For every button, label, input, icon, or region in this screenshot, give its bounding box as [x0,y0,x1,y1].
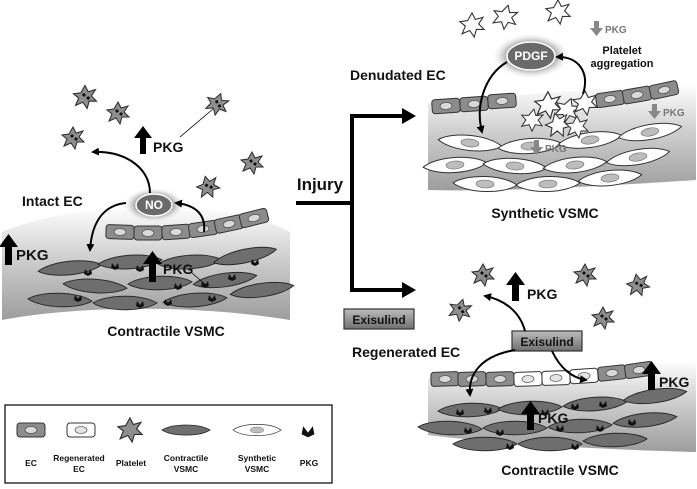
no-bubble: NO [124,188,184,222]
exisulind-box-right: Exisulind [511,330,583,352]
intact-ec-label: Intact EC [22,193,83,209]
legend-label-ec: EC [25,458,37,468]
regenerated-vessel-panel: Exisulind PKG PKG PKG Regenerated EC Con… [352,263,696,478]
platelet-aggregation-label-1: Platelet [602,45,641,57]
legend: EC Regenerated EC Platelet Contractile V… [4,404,333,484]
injury-arrow-down-head [402,282,416,298]
exisulind-to-vsmc-arrow [465,349,516,397]
legend-icon-platelet [116,416,144,444]
vsmc-pkg-down: PKG [530,140,567,155]
exisulind-label-left: Exisulind [352,313,405,327]
contractile-vsmc-label-left: Contractile VSMC [107,323,224,339]
ec-pkg-up-right-label: PKG [659,374,689,390]
legend-icon-ec [16,422,46,438]
platelet-aggregation-label-2: aggregation [591,58,654,70]
exisulind-to-platelet-arrow [483,293,526,332]
ec-pkg-label: PKG [16,247,49,264]
ec-pkg-up: PKG [0,234,49,265]
legend-label-regenerated-2: EC [73,464,85,474]
pdgf-label: PDGF [514,49,547,63]
exisulind-to-ec-arrow [551,350,588,384]
legend-label-contractile-1: Contractile [164,453,209,463]
no-label: NO [145,198,163,212]
denudated-vessel-panel: PDGF PKG PKG PKG Platelet aggregation De… [350,0,696,221]
legend-box [4,404,333,484]
denudated-ec-label: Denudated EC [350,67,446,83]
platelet-pkg-up-right-label: PKG [527,286,557,302]
platelet-pkg-down: PKG [590,21,627,36]
legend-label-regenerated-1: Regenerated [53,453,105,463]
injury-label: Injury [297,175,344,194]
injury-arrow-lines [296,114,405,292]
platelet-pkg-down-label: PKG [605,25,627,36]
platelet-pkg-up: PKG [134,126,183,155]
no-to-platelet-arrow [91,147,151,194]
ec-pkg-up-right: PKG [642,361,689,390]
contractile-vsmc-label-right: Contractile VSMC [501,462,618,478]
legend-label-pkg: PKG [300,458,319,468]
platelet-pkg-label: PKG [153,139,183,155]
legend-icon-regenerated-ec [66,422,96,438]
vsmc-pkg-up-right-label: PKG [538,410,568,426]
platelet-pkg-up-right: PKG [506,272,557,302]
vsmc-pkg-label: PKG [163,261,193,277]
pkg-pointer-line [179,108,214,138]
synthetic-vsmc-label: Synthetic VSMC [491,205,598,221]
intact-vessel-panel: NO PKG PKG PKG Intact EC Contractile VSM… [0,84,296,339]
vsmc-pkg-up-right: PKG [521,401,568,430]
exisulind-label-right: Exisulind [520,335,573,349]
legend-label-platelet: Platelet [116,458,146,468]
legend-label-synthetic-1: Synthetic [238,453,277,463]
vsmc-pkg-down-label: PKG [545,144,567,155]
legend-label-contractile-2: VSMC [174,464,199,474]
platelet-to-pdgf-arrow [555,52,586,95]
vsmc-pkg-up: PKG [143,251,208,287]
ec-pkg-down: PKG [648,104,685,119]
exisulind-box-left: Exisulind [343,308,415,330]
ec-pkg-down-label: PKG [663,108,685,119]
injury-branch: Injury Exisulind [296,108,416,330]
no-to-vsmc-arrow [86,202,127,252]
ec-to-no-arrow [174,199,206,233]
regenerated-ec-label: Regenerated EC [352,344,460,360]
pdgf-to-vsmc-arrow [476,61,508,134]
pdgf-bubble: PDGF [493,34,569,78]
legend-label-synthetic-2: VSMC [245,464,270,474]
injury-arrow-up-head [402,108,416,124]
